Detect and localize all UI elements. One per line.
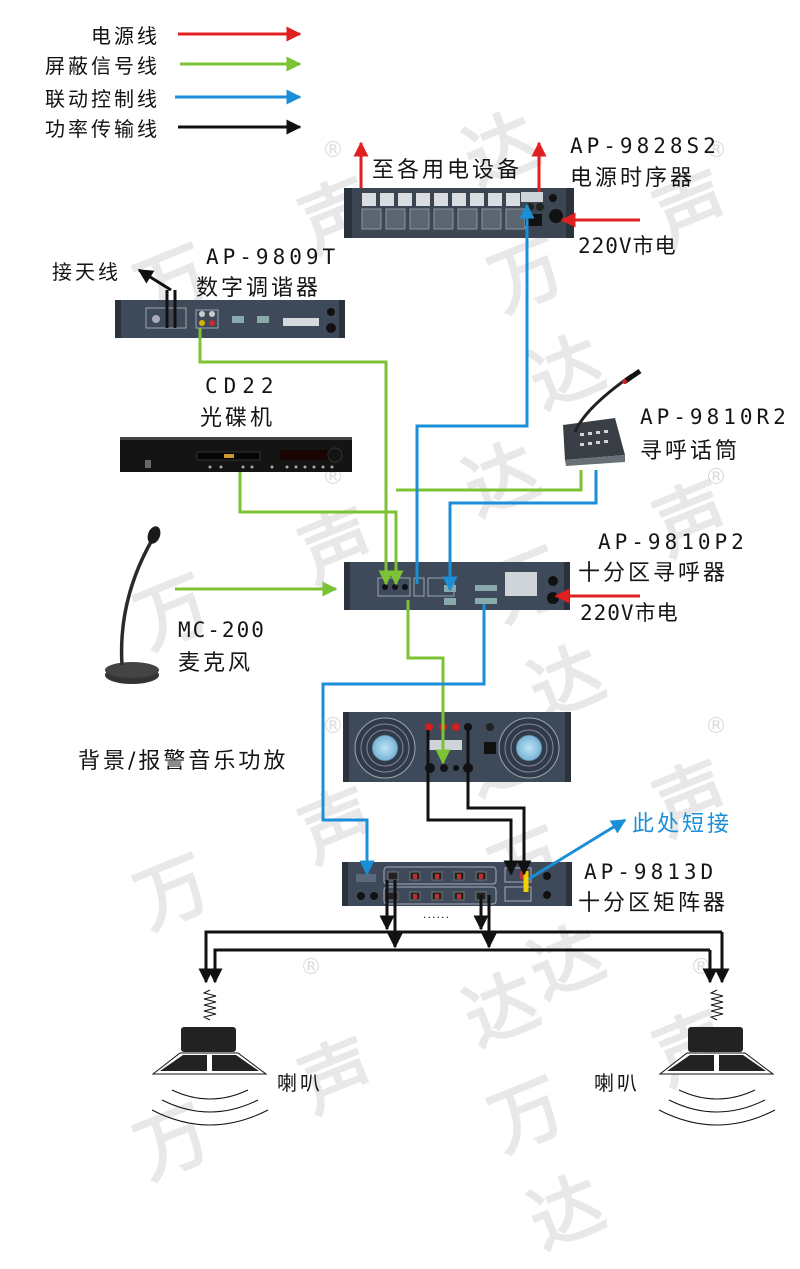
mic-name: 麦克风: [178, 651, 254, 676]
speaker-left-label: 喇叭: [277, 1071, 323, 1095]
gooseneck-mic-device: [105, 526, 161, 684]
matrix-model: AP-9813D: [584, 860, 718, 884]
speaker-right-label: 喇叭: [594, 1071, 640, 1095]
pager-model: AP-9810P2: [598, 530, 748, 554]
cd-model: CD22: [205, 374, 280, 398]
short-note: 此处短接: [632, 812, 733, 837]
amplifier-name: 背景/报警音乐功放: [78, 749, 289, 774]
matrix-ellipsis: ......: [423, 908, 450, 921]
tuner-antenna-note: 接天线: [52, 260, 121, 284]
tuner-name: 数字调谐器: [196, 276, 322, 301]
signal-lines: [175, 328, 583, 765]
system-wiring-diagram: 万 声 达 万 声 达 万 声 达 万 声 达 万 声 达 万 声 达 万 声 …: [45, 24, 790, 1265]
pager-name: 十分区寻呼器: [578, 561, 729, 586]
tuner-model: AP-9809T: [206, 245, 340, 269]
sequencer-output-note: 至各用电设备: [372, 158, 523, 183]
matrix-device: [342, 862, 572, 906]
legend-label-power: 电源线: [91, 24, 160, 48]
matrix-name: 十分区矩阵器: [578, 891, 729, 916]
power-lines: [353, 141, 640, 604]
transmission-lines: [137, 268, 730, 984]
speaker-left-device: [151, 989, 269, 1126]
paging-mic-model: AP-9810R2: [640, 405, 790, 429]
cd-name: 光碟机: [200, 406, 276, 431]
cd-player-device: [120, 437, 352, 472]
legend-label-transmission: 功率传输线: [45, 117, 160, 141]
sequencer-model: AP-9828S2: [570, 134, 720, 158]
paging-mic-name: 寻呼话筒: [640, 439, 741, 464]
sequencer-name: 电源时序器: [570, 166, 696, 191]
pager-device: [344, 562, 570, 610]
amplifier-device: [343, 712, 571, 782]
speaker-right-device: [658, 989, 776, 1126]
sequencer-mains: 220V市电: [578, 234, 677, 258]
diagram-canvas: [105, 26, 776, 1126]
paging-mic-device: [563, 368, 642, 466]
sequencer-device: [344, 188, 574, 238]
pager-mains: 220V市电: [580, 601, 679, 625]
legend-label-signal: 屏蔽信号线: [45, 54, 160, 78]
control-lines: [321, 203, 627, 882]
mic-model: MC-200: [178, 618, 266, 642]
tuner-device: [115, 300, 345, 338]
legend-label-control: 联动控制线: [45, 87, 160, 111]
